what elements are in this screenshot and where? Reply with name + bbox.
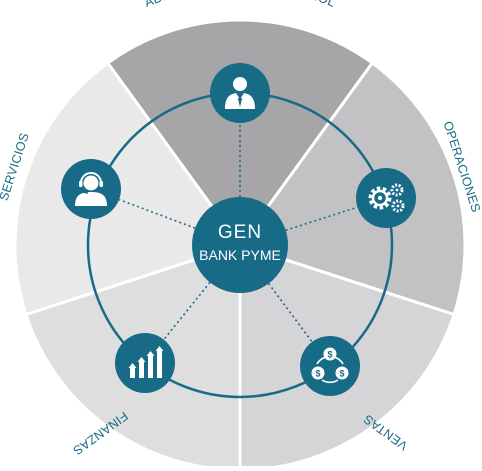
headset-agent-icon [75,172,107,206]
sector-administracion [105,18,375,248]
node-finanzas [115,333,175,393]
spoke-ventas [267,283,313,343]
node-operaciones [356,168,416,228]
hub-title: GEN [218,222,262,243]
svg-text:$: $ [327,350,332,360]
svg-text:$: $ [339,369,344,379]
hub-subtitle: BANK PYME [199,247,281,263]
gears-icon [368,183,405,213]
node-administracion [210,63,270,123]
sector-servicios [13,60,243,317]
spoke-finanzas [163,281,211,341]
dollar-cycle-icon: $ $ $ [311,347,349,384]
sector-operaciones [237,60,467,317]
spoke-servicios [118,198,196,229]
label-administracion: ADMINISTRACIÓN Y CONTROL [143,0,338,10]
executive-person-icon [225,77,255,109]
node-ventas: $ $ $ [300,336,360,396]
hub-circle [192,197,288,293]
node-servicios [61,159,121,219]
svg-text:$: $ [315,369,320,379]
hub: GEN BANK PYME [192,197,288,293]
growth-chart-icon [128,346,164,378]
spokes [118,123,358,343]
